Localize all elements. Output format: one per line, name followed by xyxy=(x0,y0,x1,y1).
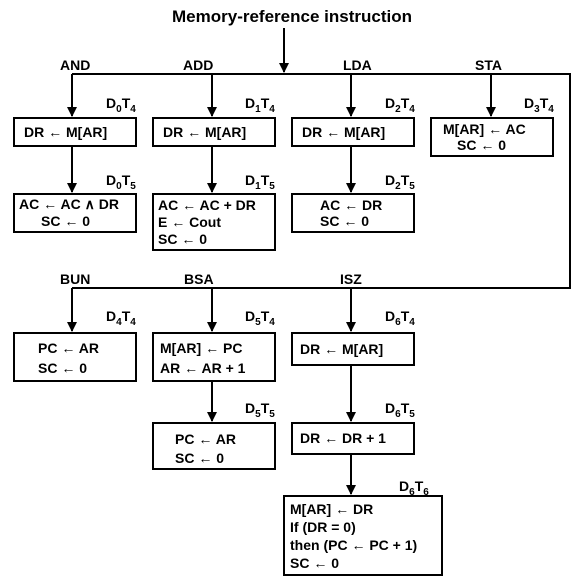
box-isz-store-frame xyxy=(283,495,443,576)
connector-lines xyxy=(67,28,571,495)
box-lda-fetch: DR ← M[AR] xyxy=(291,117,415,147)
box-bsa-jump: PC ← AR SC ← 0 xyxy=(152,422,276,470)
timing-d2t4: D2T4 xyxy=(385,95,415,115)
box-isz-fetch: DR ← M[AR] xyxy=(291,332,415,366)
box-add-exec-line-1: AC ← AC + DR xyxy=(158,197,256,213)
box-add-exec-frame xyxy=(152,193,276,251)
box-add-fetch: DR ← M[AR] xyxy=(152,117,276,147)
box-bun-exec: PC ← AR SC ← 0 xyxy=(13,332,137,382)
box-bsa-store: M[AR] ← PC AR ← AR + 1 xyxy=(152,332,276,382)
timing-d3t4: D3T4 xyxy=(524,95,554,115)
box-bsa-jump-frame xyxy=(152,422,276,470)
timing-d1t5: D1T5 xyxy=(245,172,275,192)
box-bun-exec-line-1: PC ← AR xyxy=(38,340,99,356)
box-bsa-jump-line-2: SC ← 0 xyxy=(175,450,224,466)
box-isz-store-line-2: If (DR = 0) xyxy=(290,519,356,535)
box-lda-exec-line-1: AC ← DR xyxy=(320,197,382,213)
box-and-exec-line-1: AC ← AC ∧ DR xyxy=(19,196,119,212)
box-add-fetch-line-1: DR ← M[AR] xyxy=(163,124,246,140)
branch-label-add: ADD xyxy=(183,57,213,73)
box-lda-exec-line-2: SC ← 0 xyxy=(320,213,369,229)
diagram-title: Memory-reference instruction xyxy=(172,7,412,26)
timing-d4t4: D4T4 xyxy=(106,308,136,328)
box-bsa-store-line-1: M[AR] ← PC xyxy=(160,340,242,356)
box-isz-inc-frame xyxy=(291,422,415,455)
timing-d0t4: D0T4 xyxy=(106,95,136,115)
box-and-exec-frame xyxy=(13,193,137,233)
box-isz-inc-line-1: DR ← DR + 1 xyxy=(300,430,386,446)
box-add-fetch-frame xyxy=(152,117,276,147)
branch-label-and: AND xyxy=(60,57,90,73)
box-bun-exec-frame xyxy=(13,332,137,382)
box-isz-fetch-line-1: DR ← M[AR] xyxy=(300,341,383,357)
box-sta-exec: M[AR] ← AC SC ← 0 xyxy=(430,117,554,157)
box-lda-exec-frame xyxy=(291,193,415,233)
box-isz-store: M[AR] ← DR If (DR = 0) then (PC ← PC + 1… xyxy=(283,495,443,576)
timing-d0t5: D0T5 xyxy=(106,172,136,192)
box-lda-exec: AC ← DR SC ← 0 xyxy=(291,193,415,233)
timing-d1t4: D1T4 xyxy=(245,95,275,115)
timing-d6t6: D6T6 xyxy=(399,478,429,498)
box-isz-store-line-4: SC ← 0 xyxy=(290,555,339,571)
box-and-fetch-line-1: DR ← M[AR] xyxy=(24,124,107,140)
box-and-fetch-frame xyxy=(13,117,137,147)
branch-label-lda: LDA xyxy=(343,57,372,73)
box-add-exec-line-2: E ← Cout xyxy=(158,214,221,230)
box-and-exec-line-2: SC ← 0 xyxy=(41,213,90,229)
branch-label-sta: STA xyxy=(475,57,502,73)
box-sta-exec-line-1: M[AR] ← AC xyxy=(443,121,526,137)
timing-d2t5: D2T5 xyxy=(385,172,415,192)
timing-d6t4: D6T4 xyxy=(385,308,415,328)
box-sta-exec-frame xyxy=(430,117,554,157)
box-isz-store-line-1: M[AR] ← DR xyxy=(290,501,373,517)
box-lda-fetch-line-1: DR ← M[AR] xyxy=(302,124,385,140)
box-and-exec: AC ← AC ∧ DR SC ← 0 xyxy=(13,193,137,233)
box-add-exec: AC ← AC + DR E ← Cout SC ← 0 xyxy=(152,193,276,251)
box-add-exec-line-3: SC ← 0 xyxy=(158,231,207,247)
box-isz-inc: DR ← DR + 1 xyxy=(291,422,415,455)
box-bun-exec-line-2: SC ← 0 xyxy=(38,360,87,376)
box-sta-exec-line-2: SC ← 0 xyxy=(457,137,506,153)
box-lda-fetch-frame xyxy=(291,117,415,147)
branch-label-bun: BUN xyxy=(60,271,90,287)
box-bsa-store-frame xyxy=(152,332,276,382)
timing-d5t4: D5T4 xyxy=(245,308,275,328)
box-isz-fetch-frame xyxy=(291,332,415,366)
timing-d6t5: D6T5 xyxy=(385,400,415,420)
branch-label-isz: ISZ xyxy=(340,271,362,287)
box-bsa-store-line-2: AR ← AR + 1 xyxy=(160,360,246,376)
timing-d5t5: D5T5 xyxy=(245,400,275,420)
box-and-fetch: DR ← M[AR] xyxy=(13,117,137,147)
dispatch-bus xyxy=(72,73,571,289)
branch-label-bsa: BSA xyxy=(184,271,214,287)
box-bsa-jump-line-1: PC ← AR xyxy=(175,431,236,447)
box-isz-store-line-3: then (PC ← PC + 1) xyxy=(290,537,417,553)
